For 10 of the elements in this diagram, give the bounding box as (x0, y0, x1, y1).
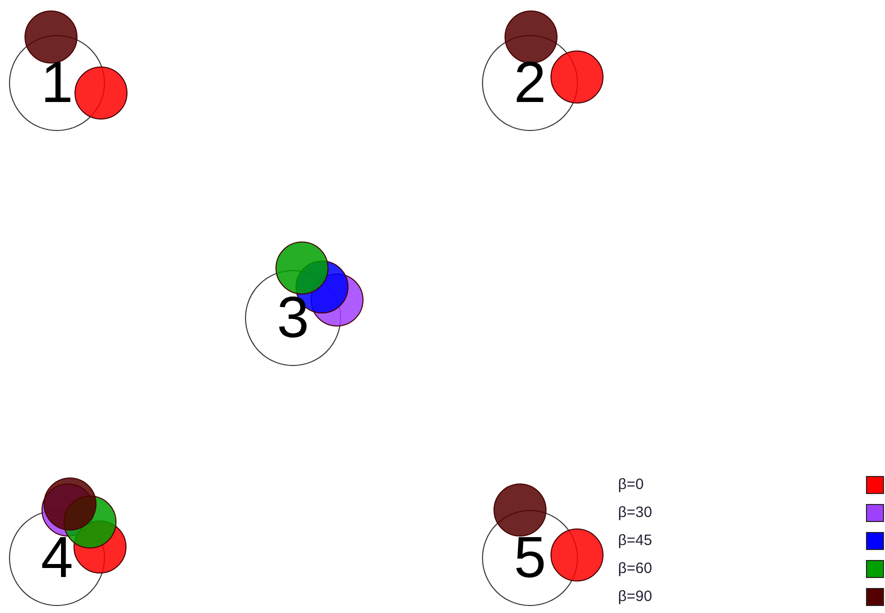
circle-number: 1 (40, 54, 74, 112)
legend-label: β=90 (618, 588, 652, 606)
circle-number: 4 (40, 529, 74, 587)
legend-label: β=30 (618, 504, 652, 522)
legend-label: β=0 (618, 476, 644, 494)
legend-label: β=45 (618, 532, 652, 550)
circle-number: 3 (276, 289, 310, 347)
legend-label: β=60 (618, 560, 652, 578)
circle-number: 5 (514, 529, 546, 587)
circle-number: 2 (514, 54, 546, 112)
